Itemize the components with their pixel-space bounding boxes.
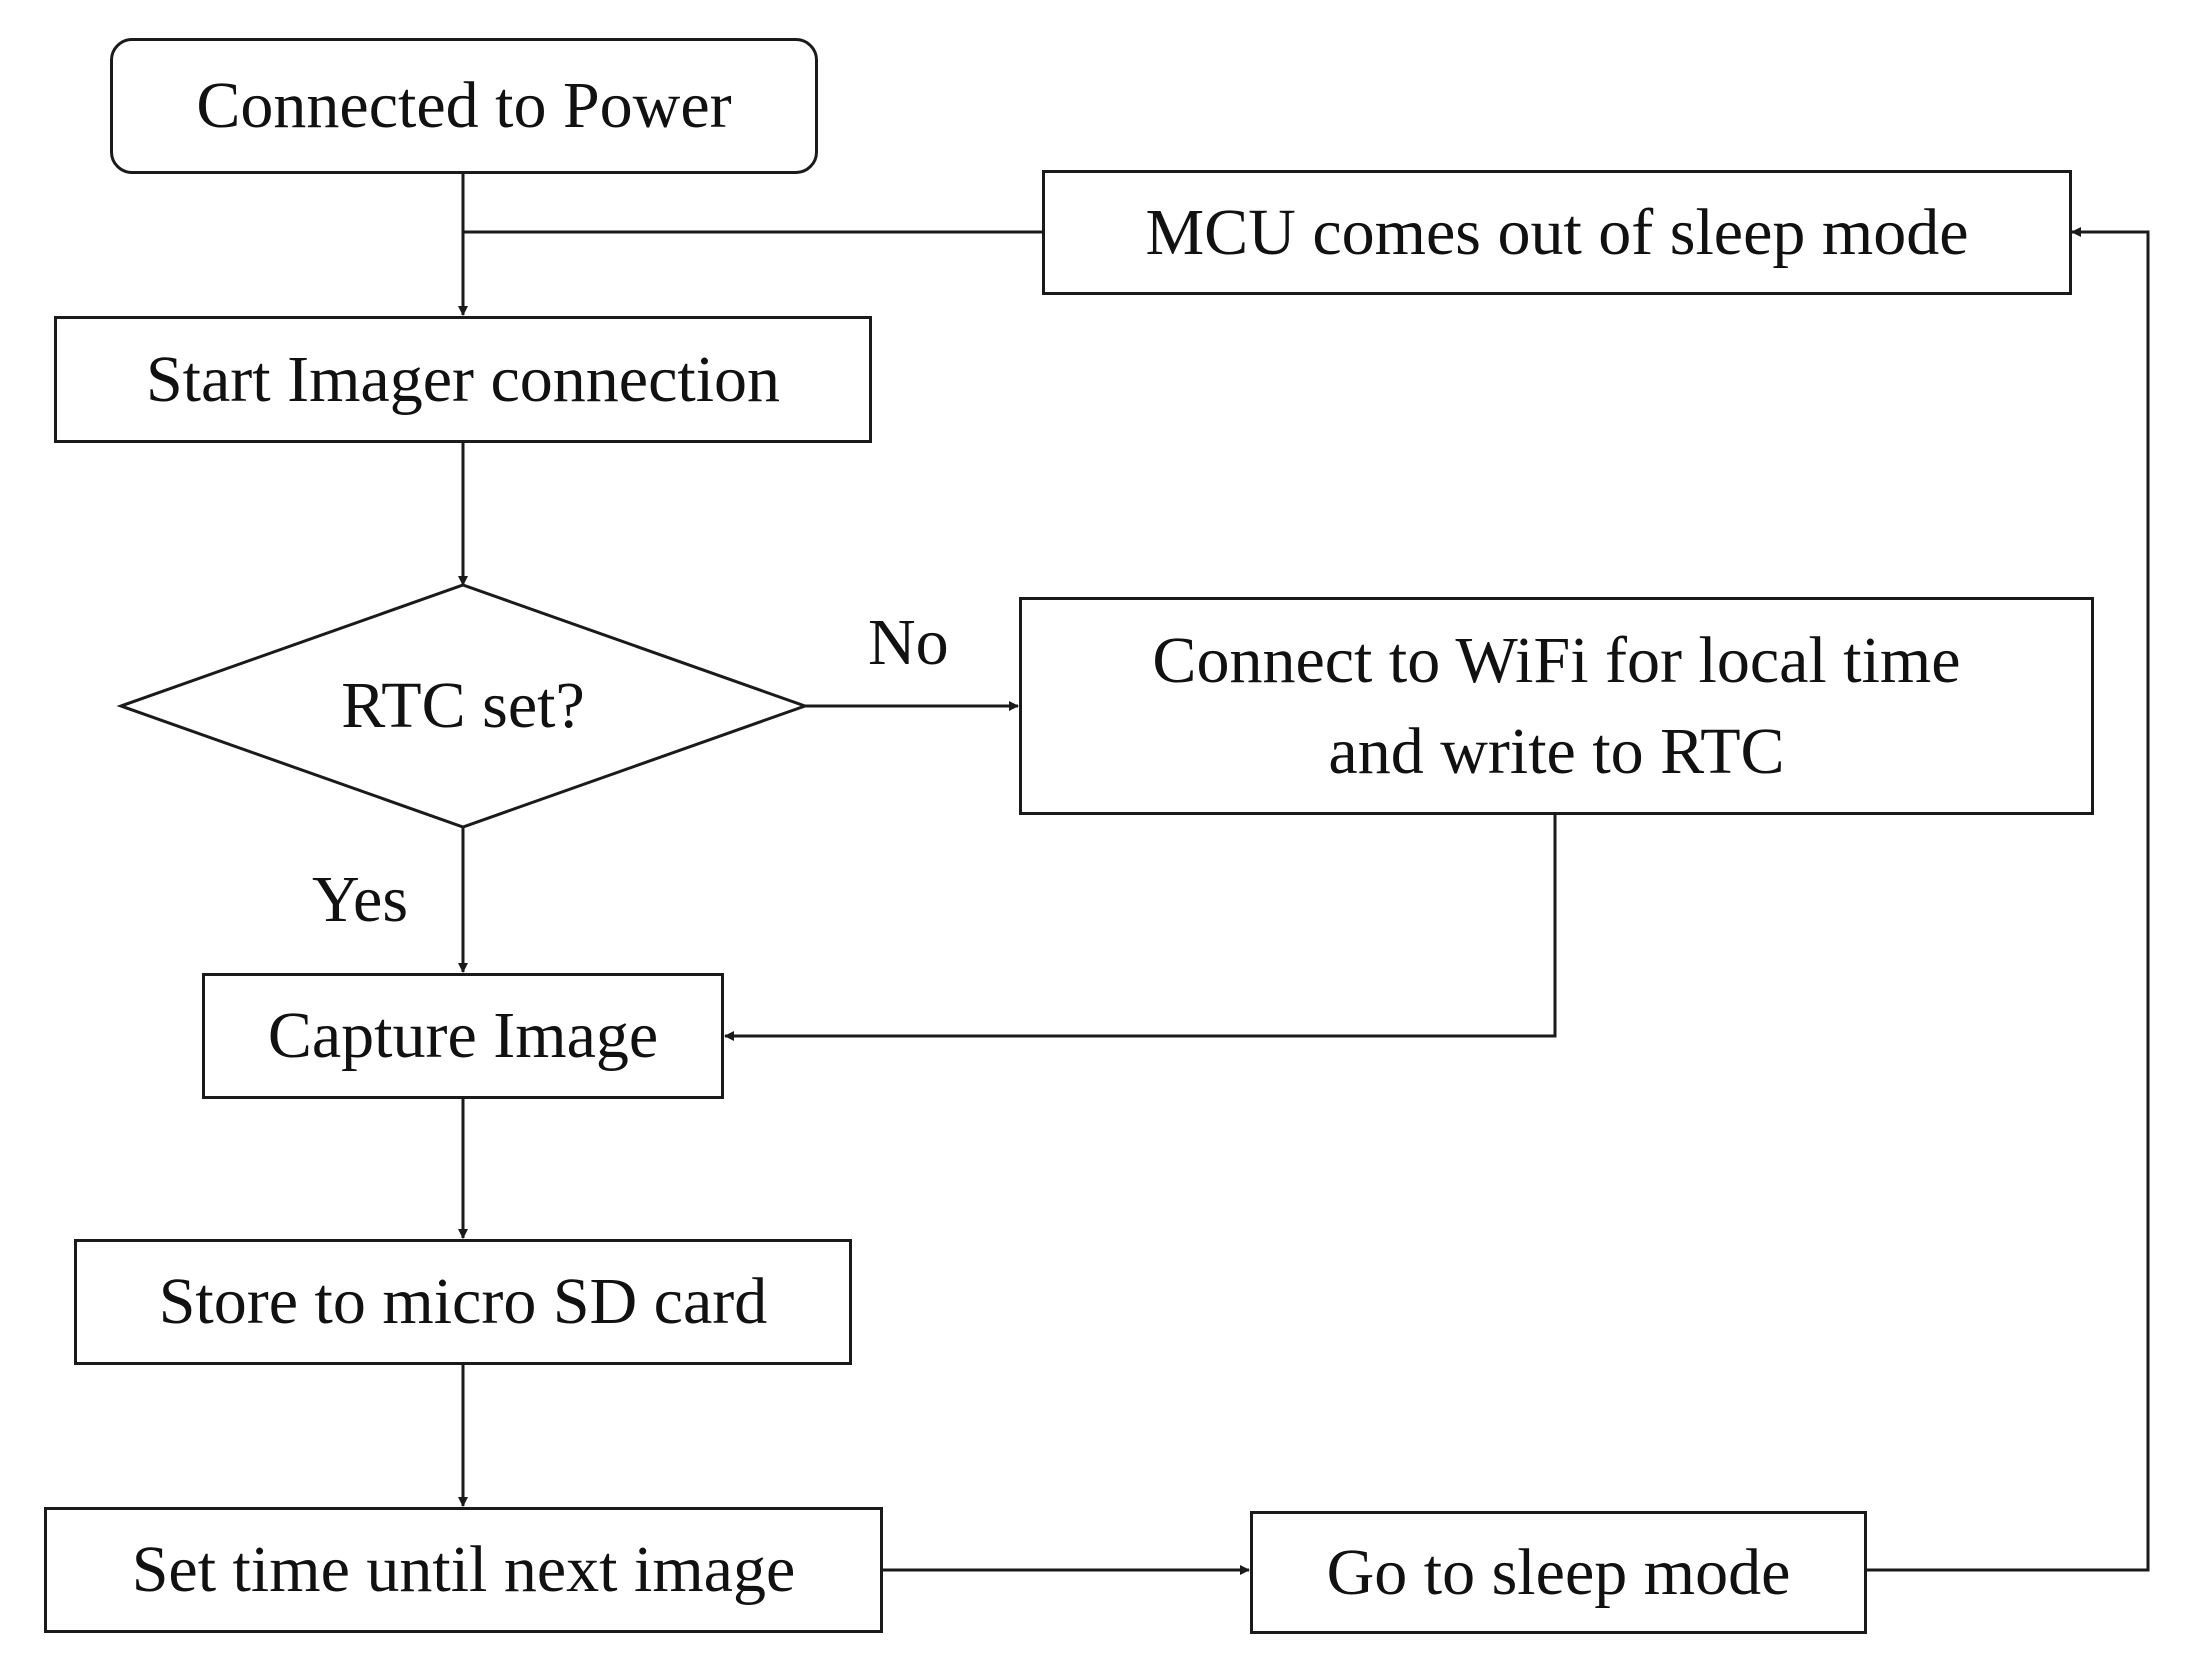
node-start-imager: Start Imager connection xyxy=(54,316,872,443)
decision-label-rtc-set: RTC set? xyxy=(341,669,585,742)
node-mcu-wake: MCU comes out of sleep mode xyxy=(1042,170,2072,295)
edge-label-no: No xyxy=(868,606,949,679)
node-connect-wifi: Connect to WiFi for local time and write… xyxy=(1019,597,2094,815)
node-capture-image: Capture Image xyxy=(202,973,724,1099)
node-set-time: Set time until next image xyxy=(44,1507,883,1633)
arrow-sleep-to-wake xyxy=(1866,227,2150,1572)
node-connected-to-power: Connected to Power xyxy=(110,38,818,174)
arrow-wifi-to-capture xyxy=(724,814,1557,1041)
edge-label-yes: Yes xyxy=(312,863,409,936)
node-go-to-sleep: Go to sleep mode xyxy=(1250,1511,1867,1634)
node-store-sd: Store to micro SD card xyxy=(74,1239,852,1365)
